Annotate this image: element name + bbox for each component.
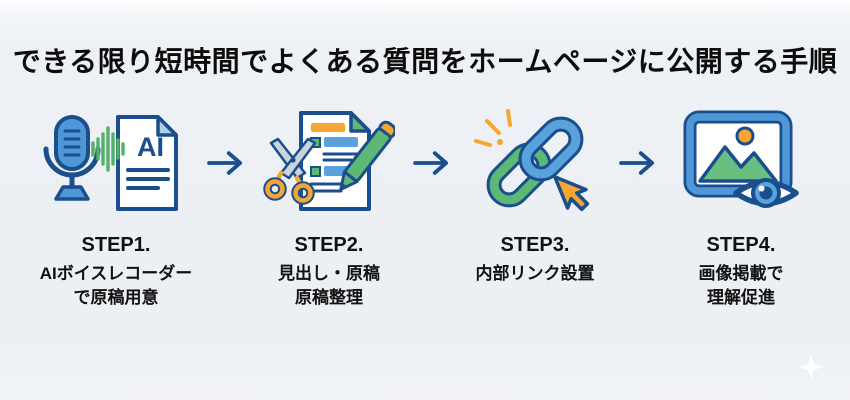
- step1-label: STEP1.: [81, 234, 151, 256]
- step3-desc-line1: 内部リンク設置: [475, 264, 595, 283]
- chain-link-cursor-svg: [474, 109, 590, 212]
- sparkle-decoration: [798, 354, 824, 380]
- step-column-3: STEP3. 内部リンク設置: [451, 106, 619, 286]
- step3-label: STEP3.: [500, 234, 570, 256]
- scissors-document-pen-svg: [263, 111, 395, 211]
- step1-description: AIボイスレコーダー で原稿用意: [40, 262, 193, 310]
- step4-description: 画像掲載で 理解促進: [699, 262, 784, 310]
- right-arrow-icon: [207, 151, 243, 175]
- page-title: できる限り短時間でよくある質問をホームページに公開する手順: [12, 46, 838, 77]
- step4-desc-line1: 画像掲載で: [698, 264, 784, 283]
- step2-label: STEP2.: [294, 234, 364, 256]
- picture-frame-eye-icon: [678, 106, 804, 220]
- svg-text:AI: AI: [137, 132, 164, 162]
- step2-description: 見出し・原稿 原稿整理: [278, 262, 380, 310]
- flow-arrow-3: [619, 106, 657, 220]
- step-column-2: STEP2. 見出し・原稿 原稿整理: [245, 106, 413, 310]
- chain-link-cursor-icon: [469, 106, 601, 220]
- flow-arrow-1: [207, 106, 245, 220]
- step-column-4: STEP4. 画像掲載で 理解促進: [657, 106, 825, 310]
- step1-desc-line1: AIボイスレコーダー: [39, 264, 193, 283]
- step2-desc-line1: 見出し・原稿: [278, 264, 380, 283]
- step4-desc-line2: 理解促進: [707, 287, 775, 307]
- scissors-document-pen-icon: [263, 106, 395, 220]
- right-arrow-icon: [619, 151, 655, 175]
- step1-desc-line2: で原稿用意: [73, 287, 159, 307]
- microphone-ai-document-icon: AI: [40, 106, 192, 220]
- steps-row: AI: [0, 106, 850, 310]
- step4-label: STEP4.: [706, 234, 776, 256]
- step2-desc-line2: 原稿整理: [295, 287, 363, 307]
- flow-arrow-2: [413, 106, 451, 220]
- microphone-ai-document-svg: AI: [43, 115, 178, 211]
- step3-description: 内部リンク設置: [476, 262, 595, 286]
- picture-frame-eye-svg: [683, 110, 799, 208]
- right-arrow-icon: [413, 151, 449, 175]
- step-column-1: AI: [25, 106, 207, 310]
